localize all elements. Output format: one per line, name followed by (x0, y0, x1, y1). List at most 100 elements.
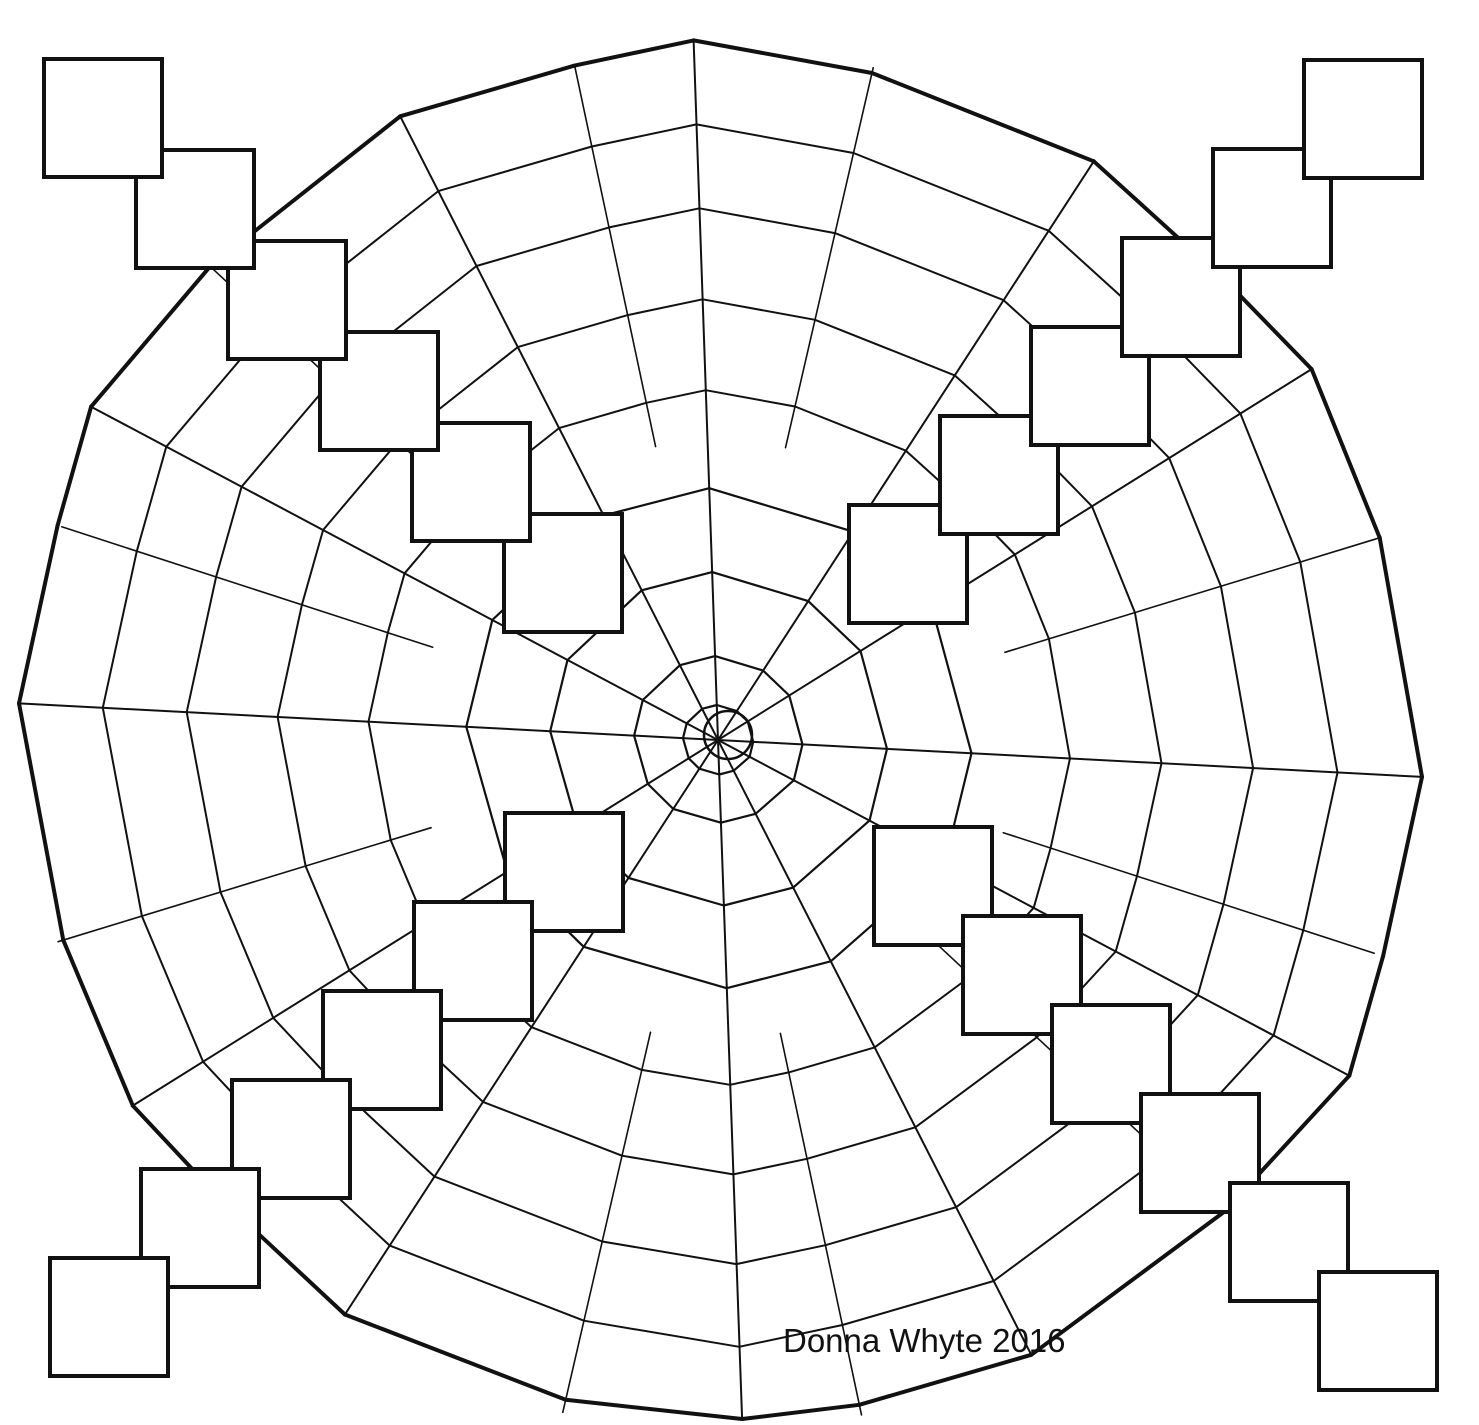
answer-box-bottom-left-1[interactable] (50, 1258, 168, 1376)
web-frame-thread (91, 266, 210, 406)
answer-box-top-right-1[interactable] (1304, 60, 1422, 178)
web-spiral-thread (187, 712, 221, 892)
web-hub-thread (724, 888, 793, 906)
web-spiral-thread (584, 1321, 739, 1347)
web-hub-thread (712, 572, 808, 601)
web-hub-thread (794, 744, 803, 780)
web-hub-thread (466, 727, 507, 872)
web-hub-thread (680, 656, 715, 665)
web-spiral-thread (1092, 506, 1135, 612)
web-frame-thread (872, 73, 1094, 161)
web-spiral-thread (703, 299, 815, 320)
web-spiral-thread (216, 487, 242, 577)
web-hub-thread (699, 769, 719, 775)
web-spiral-thread (915, 1037, 1037, 1127)
web-spiral-thread (628, 299, 703, 315)
web-spiral-thread (730, 1072, 789, 1084)
web-hub-thread (793, 821, 869, 888)
author-credit: Donna Whyte 2016 (783, 1324, 1066, 1357)
web-spiral-thread (622, 1156, 733, 1175)
web-radial-thread (1005, 538, 1378, 652)
web-spiral-thread (278, 605, 302, 717)
web-frame-thread (1349, 956, 1383, 1076)
web-spiral-thread (1135, 613, 1162, 764)
web-frame-thread (742, 1405, 859, 1419)
web-spiral-thread (815, 320, 955, 376)
web-spiral-thread (518, 315, 628, 347)
web-frame-thread (575, 40, 694, 65)
web-spiral-thread (438, 147, 592, 192)
web-spiral-thread (1274, 930, 1304, 1035)
web-hub-thread (727, 961, 831, 988)
web-spiral-thread (187, 577, 216, 712)
web-spiral-thread (733, 1159, 807, 1175)
web-hub-thread (709, 488, 853, 532)
web-frame-thread (1383, 777, 1422, 956)
web-frame-thread (63, 940, 133, 1105)
web-frame-thread (19, 703, 63, 940)
web-spiral-thread (1240, 414, 1300, 562)
web-hub-thread (719, 771, 734, 775)
web-spiral-thread (369, 722, 391, 840)
web-hub-thread (683, 738, 689, 758)
web-frame-thread (566, 1400, 742, 1419)
web-spiral-thread (795, 407, 906, 451)
web-radial-thread (786, 68, 874, 448)
web-spiral-thread (736, 1245, 825, 1264)
web-radial-thread (575, 65, 656, 447)
web-spiral-thread (602, 1242, 736, 1265)
web-spiral-thread (994, 1155, 1164, 1281)
web-frame-thread (1312, 369, 1380, 538)
web-spiral-thread (854, 153, 1049, 231)
web-spiral-thread (103, 551, 137, 708)
web-spiral-thread (142, 916, 203, 1062)
web-hub-thread (634, 736, 648, 784)
web-spiral-thread (477, 227, 610, 266)
web-hub-thread (870, 749, 888, 821)
web-spiral-thread (835, 233, 1004, 300)
web-spiral-thread (1198, 904, 1224, 995)
web-hub-thread (756, 780, 794, 814)
web-frame-thread (694, 40, 872, 73)
web-radial-thread (563, 1032, 651, 1412)
web-spiral-thread (1300, 562, 1337, 773)
web-radial-thread (718, 740, 742, 1419)
web-spiral-thread (388, 573, 405, 632)
web-hub-thread (789, 696, 802, 745)
web-spiral-thread (1034, 848, 1051, 908)
web-spiral-thread (697, 124, 854, 153)
web-spiral-thread (592, 124, 697, 146)
web-spiral-thread (483, 1102, 622, 1156)
web-hub-thread (550, 660, 567, 731)
web-spiral-thread (609, 208, 699, 227)
web-spiral-thread (699, 208, 835, 233)
web-hub-thread (715, 656, 763, 671)
web-hub-thread (687, 709, 702, 724)
answer-box-top-left-1[interactable] (44, 59, 162, 177)
web-hub-thread (643, 665, 680, 700)
web-frame-thread (19, 525, 58, 703)
web-spiral-thread (532, 1027, 642, 1070)
web-spiral-thread (646, 390, 706, 403)
web-radial-thread (62, 527, 433, 648)
web-spiral-thread (390, 1246, 584, 1321)
web-frame-thread (400, 66, 574, 117)
web-spiral-thread (1221, 586, 1253, 768)
web-hub-thread (466, 620, 492, 727)
answer-boxes (44, 59, 1437, 1390)
web-hub-thread (634, 700, 643, 736)
web-spiral-thread (706, 390, 795, 406)
web-hub-thread (648, 784, 673, 809)
web-spiral-thread (137, 447, 167, 552)
web-spiral-thread (642, 1070, 730, 1085)
web-spiral-thread (1224, 768, 1254, 904)
web-spiral-thread (278, 717, 306, 866)
web-hub-thread (673, 809, 721, 823)
answer-box-bottom-right-1[interactable] (1319, 1272, 1437, 1390)
web-radial-thread (58, 828, 431, 942)
web-hub-thread (721, 814, 756, 823)
web-hub-thread (689, 758, 700, 768)
web-spiral-thread (103, 708, 142, 916)
web-spiral-thread (875, 976, 971, 1047)
